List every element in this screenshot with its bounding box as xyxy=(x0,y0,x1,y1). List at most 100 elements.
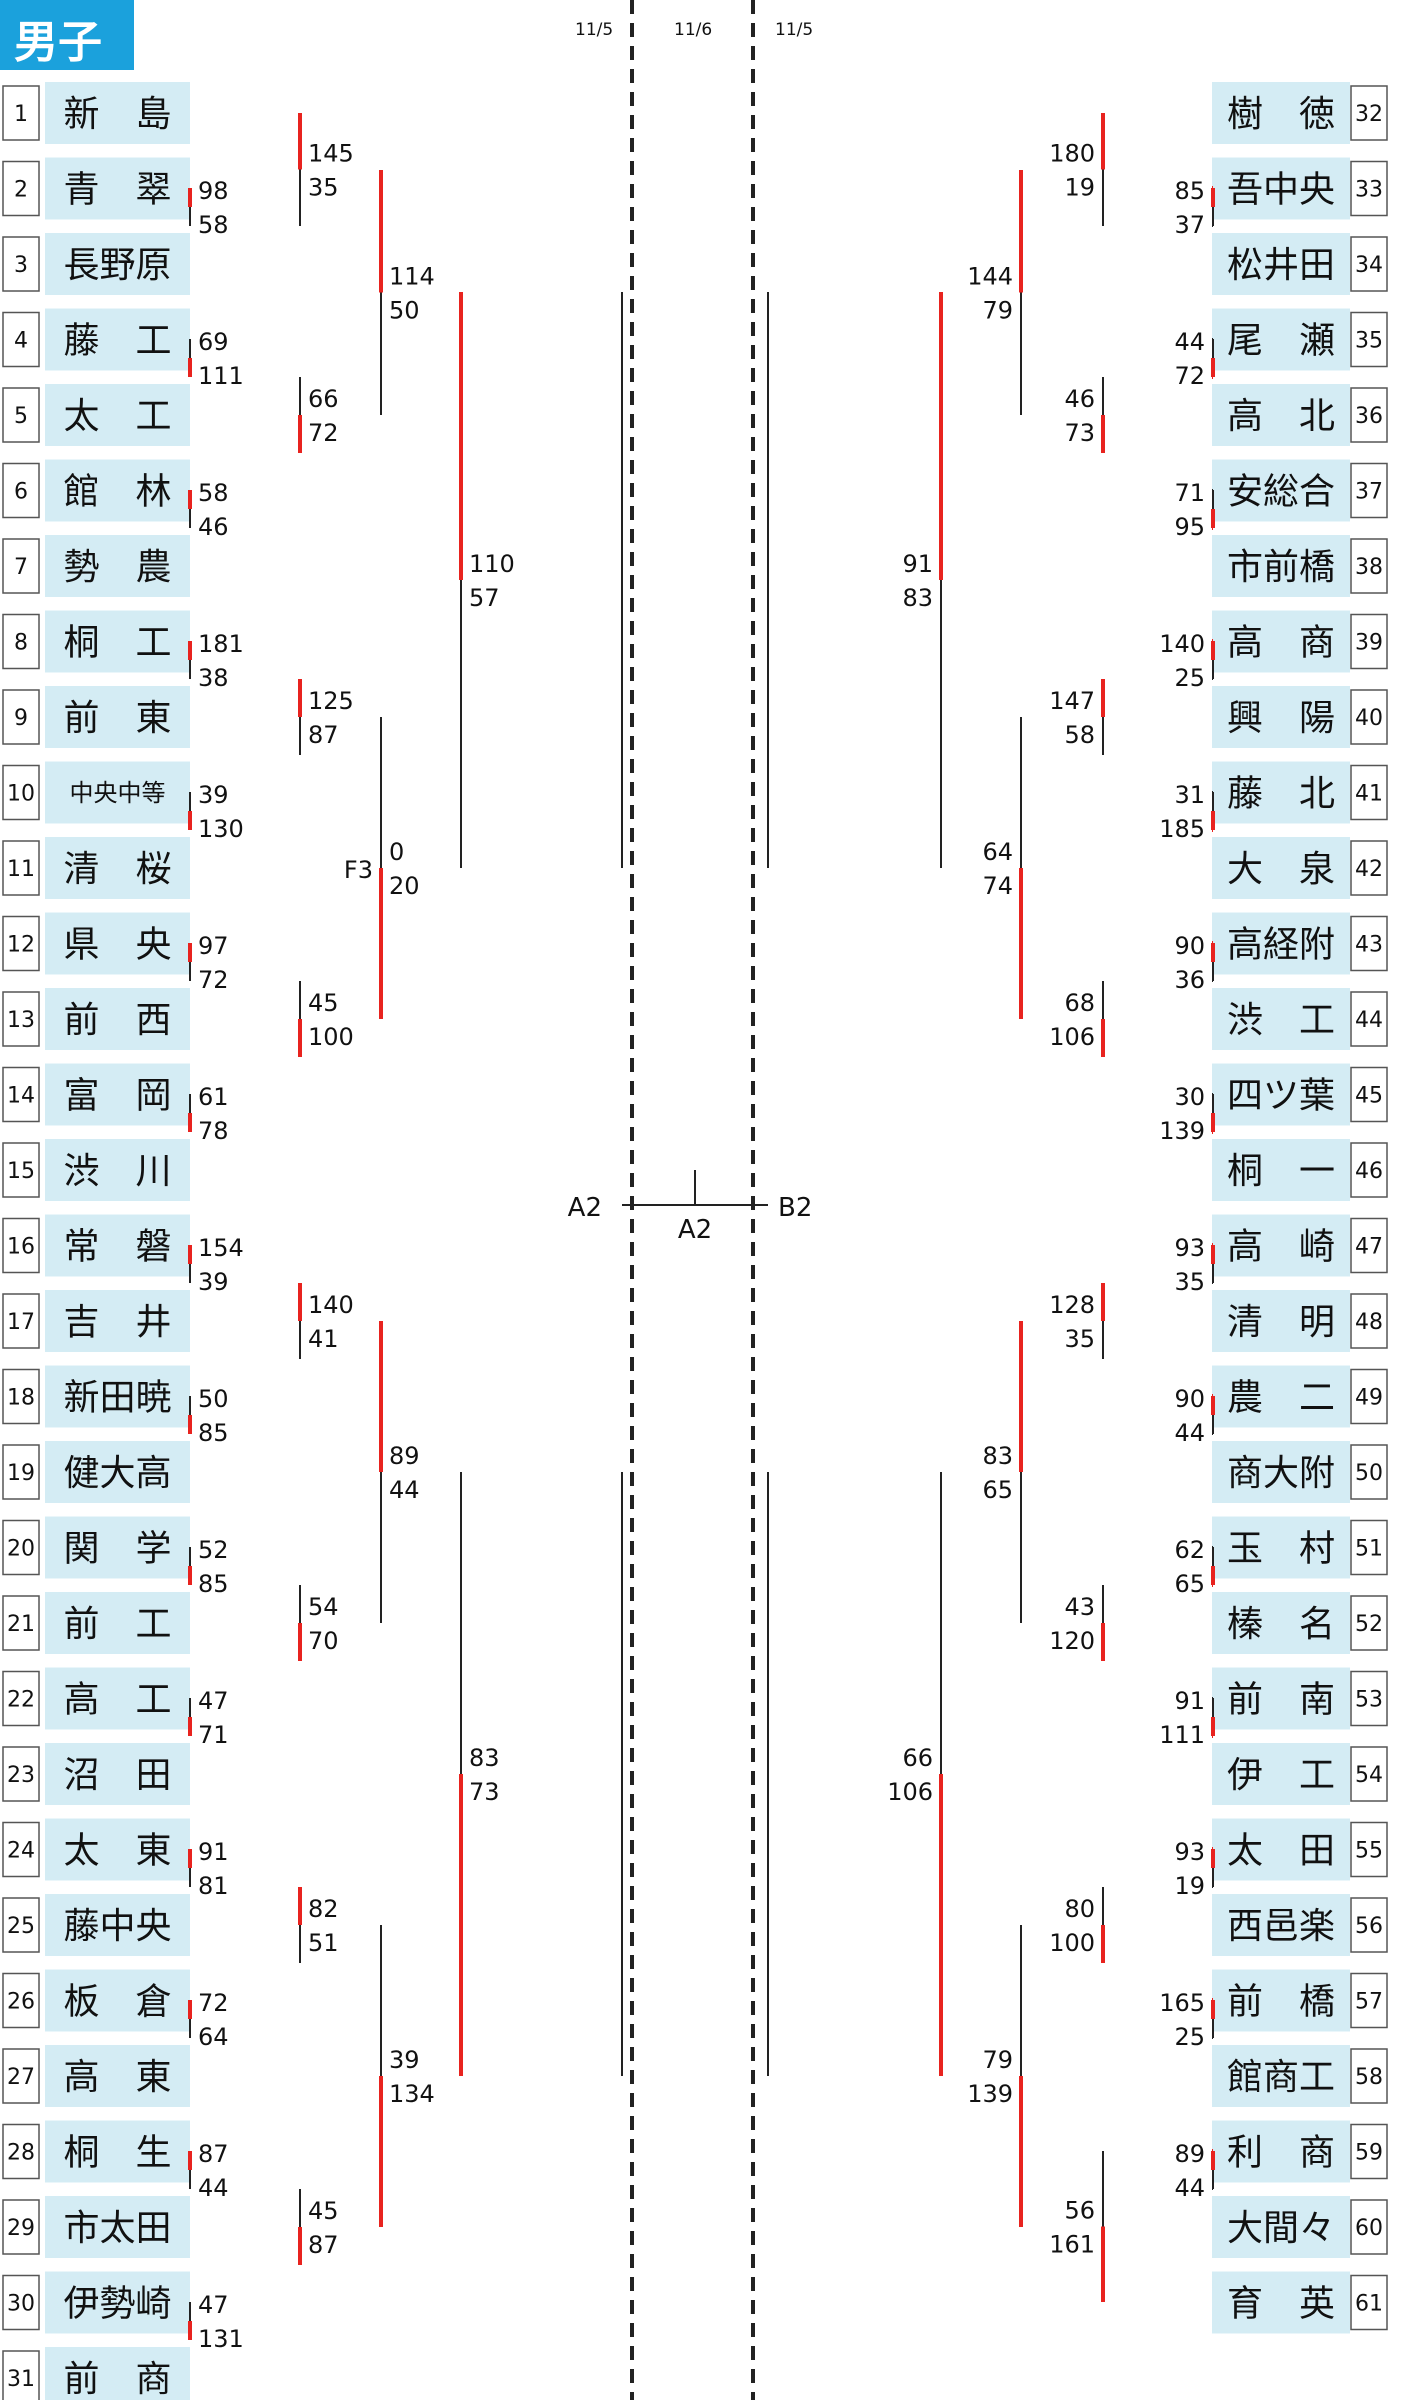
team-name: 沼 田 xyxy=(63,1755,171,1796)
seed-box xyxy=(2,85,40,141)
team-name: 高 商 xyxy=(1227,622,1335,663)
seed-number: 18 xyxy=(7,1386,35,1411)
team-name: 尾 瀬 xyxy=(1227,320,1335,361)
match-score-top: 80 xyxy=(1064,1895,1095,1923)
match-score-bottom: 44 xyxy=(198,2174,229,2202)
team-name: 安総合 xyxy=(1227,471,1335,512)
seed-box xyxy=(1350,764,1388,821)
match-score-bottom: 58 xyxy=(198,211,229,239)
team-name-bg xyxy=(45,1290,190,1352)
team-name-bg xyxy=(45,1743,190,1805)
seed-box xyxy=(2,1217,40,1274)
team-name-bg xyxy=(1212,459,1350,522)
seed-box xyxy=(1350,387,1388,443)
seed-box xyxy=(1350,236,1388,292)
match-score-top: 83 xyxy=(469,1744,500,1772)
team-name: 新田暁 xyxy=(63,1377,171,1418)
team-name-bg xyxy=(45,1441,190,1503)
seed-box xyxy=(1350,915,1388,972)
match-score-top: 89 xyxy=(1174,2140,1205,2168)
match-score-top: 140 xyxy=(1159,630,1205,658)
team-name-bg xyxy=(1212,837,1350,899)
team-name-bg xyxy=(1212,1139,1350,1201)
seed-number: 40 xyxy=(1355,706,1383,731)
match-score-bottom: 95 xyxy=(1174,513,1205,541)
match-score-bottom: 39 xyxy=(198,1268,229,1296)
team-name-bg xyxy=(45,2196,190,2258)
seed-box xyxy=(1350,1142,1388,1198)
seed-number: 2 xyxy=(14,178,28,203)
team-name-bg xyxy=(45,1063,190,1126)
match-score-top: 45 xyxy=(308,989,339,1017)
team-name: 桐 一 xyxy=(1227,1151,1335,1192)
team-name-bg xyxy=(1212,2120,1350,2183)
match-score-top: 91 xyxy=(902,550,933,578)
seed-box xyxy=(2,311,40,368)
match-score-bottom: 19 xyxy=(1174,1872,1205,1900)
team-name-bg xyxy=(45,1667,190,1730)
seed-number: 45 xyxy=(1355,1084,1383,1109)
match-score-top: 93 xyxy=(1174,1234,1205,1262)
seed-box xyxy=(1350,840,1388,896)
team-name: 前 南 xyxy=(1227,1679,1335,1720)
seed-number: 35 xyxy=(1355,329,1383,354)
match-score-bottom: 87 xyxy=(308,2231,339,2259)
seed-number: 21 xyxy=(7,1612,35,1637)
team-name: 大間々 xyxy=(1227,2208,1335,2249)
seed-box xyxy=(1350,311,1388,368)
seed-number: 46 xyxy=(1355,1159,1383,1184)
match-score-bottom: 72 xyxy=(1174,362,1205,390)
match-score-top: 91 xyxy=(1174,1687,1205,1715)
team-name: 樹 徳 xyxy=(1227,94,1335,135)
team-name-bg xyxy=(45,1139,190,1201)
team-name: 桐 生 xyxy=(63,2132,171,2173)
match-score-top: 125 xyxy=(308,687,354,715)
match-score-bottom: 83 xyxy=(902,584,933,612)
match-score-top: 90 xyxy=(1174,932,1205,960)
team-name: 吾中央 xyxy=(1227,169,1335,210)
seed-box xyxy=(2,2123,40,2180)
seed-box xyxy=(2,160,40,217)
seed-number: 48 xyxy=(1355,1310,1383,1335)
seed-number: 17 xyxy=(7,1310,35,1335)
match-score-top: 61 xyxy=(198,1083,229,1111)
match-score-bottom: 51 xyxy=(308,1929,339,1957)
seed-number: 44 xyxy=(1355,1008,1383,1033)
seed-number: 51 xyxy=(1355,1537,1383,1562)
seed-number: 34 xyxy=(1355,253,1383,278)
team-name: 県 央 xyxy=(63,924,171,965)
team-name-bg xyxy=(45,1818,190,1881)
seed-box xyxy=(1350,1368,1388,1425)
seed-box xyxy=(2,1293,40,1349)
seed-box xyxy=(2,387,40,443)
seed-number: 36 xyxy=(1355,404,1383,429)
match-score-bottom: 85 xyxy=(198,1570,229,1598)
match-score-top: 39 xyxy=(198,781,229,809)
team-name: 前 西 xyxy=(63,1000,171,1041)
seed-box xyxy=(1350,462,1388,519)
seed-number: 22 xyxy=(7,1688,35,1713)
team-name-bg xyxy=(1212,1592,1350,1654)
seed-box xyxy=(2,764,40,821)
seed-box xyxy=(2,462,40,519)
team-name: 藤中央 xyxy=(63,1906,171,1947)
match-score-bottom: 131 xyxy=(198,2325,244,2353)
match-score-top: 93 xyxy=(1174,1838,1205,1866)
team-name: 渋 工 xyxy=(1227,1000,1335,1041)
team-name-bg xyxy=(1212,761,1350,824)
match-score-bottom: 57 xyxy=(469,584,500,612)
seed-number: 42 xyxy=(1355,857,1383,882)
seed-box xyxy=(2,1746,40,1802)
seed-number: 33 xyxy=(1355,178,1383,203)
match-score-bottom: 71 xyxy=(198,1721,229,1749)
seed-box xyxy=(2,1519,40,1576)
seed-number: 9 xyxy=(14,706,28,731)
seed-box xyxy=(1350,1217,1388,1274)
team-name: 館商工 xyxy=(1227,2057,1335,2098)
team-name: 常 磐 xyxy=(63,1226,171,1267)
seed-number: 54 xyxy=(1355,1763,1383,1788)
match-score-top: 66 xyxy=(308,385,339,413)
seed-box xyxy=(1350,613,1388,670)
match-score-bottom: 72 xyxy=(198,966,229,994)
seed-box xyxy=(1350,1670,1388,1727)
